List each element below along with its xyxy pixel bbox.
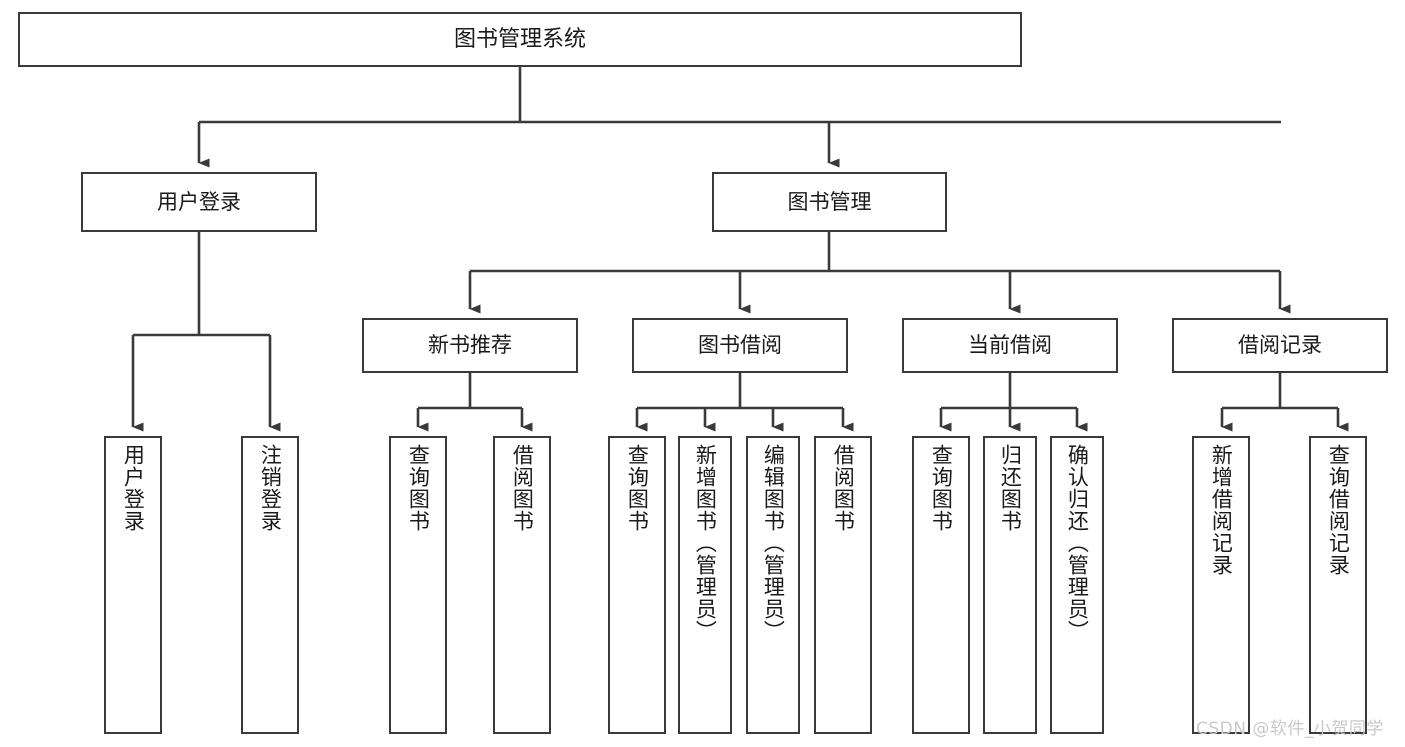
- node-label: 图书管理: [787, 189, 872, 214]
- node-label: 确认归还（管理员）: [1065, 444, 1090, 642]
- edges-borrowrecord-to-leaves: [1220, 373, 1349, 432]
- node-label: 图书借阅: [698, 333, 782, 358]
- edges-bookmgmt-to-level3: [468, 232, 1291, 314]
- edges-newbook-to-leaves: [416, 373, 533, 432]
- node-new-book-recommend[interactable]: 新书推荐: [362, 318, 578, 373]
- node-leaf-borrow-book-recommend[interactable]: 借阅图书: [493, 436, 551, 734]
- edges-userlogin-to-leaves: [131, 232, 281, 432]
- node-label: 编辑图书（管理员）: [761, 444, 786, 642]
- node-leaf-edit-book[interactable]: 编辑图书（管理员）: [746, 436, 800, 734]
- edges-bookborrow-to-leaves: [635, 373, 854, 432]
- node-book-management[interactable]: 图书管理: [712, 172, 947, 232]
- node-leaf-return-book[interactable]: 归还图书: [983, 436, 1037, 734]
- node-label: 新增图书（管理员）: [693, 444, 718, 642]
- node-leaf-user-login[interactable]: 用户登录: [104, 436, 162, 734]
- edges-currentborrow-to-leaves: [939, 373, 1088, 432]
- edges-root-to-level2: [197, 67, 1281, 168]
- node-label: 用户登录: [121, 444, 146, 532]
- node-label: 用户登录: [157, 189, 241, 214]
- node-label: 借阅图书: [831, 444, 856, 532]
- node-leaf-query-book-recommend[interactable]: 查询图书: [389, 436, 447, 734]
- node-leaf-borrow-book-borrow[interactable]: 借阅图书: [814, 436, 872, 734]
- node-current-borrow[interactable]: 当前借阅: [902, 318, 1118, 373]
- node-label: 查询借阅记录: [1326, 444, 1351, 576]
- node-label: 查询图书: [929, 444, 954, 532]
- node-label: 新书推荐: [428, 333, 512, 358]
- node-label: 借阅图书: [510, 444, 535, 532]
- node-label: 图书管理系统: [453, 26, 586, 52]
- node-label: 归还图书: [998, 444, 1023, 532]
- node-label: 借阅记录: [1238, 333, 1322, 358]
- node-leaf-query-book-borrow[interactable]: 查询图书: [608, 436, 666, 734]
- node-label: 新增借阅记录: [1209, 444, 1234, 576]
- node-label: 查询图书: [406, 444, 431, 532]
- node-label: 注销登录: [258, 444, 283, 532]
- node-leaf-query-borrow-record[interactable]: 查询借阅记录: [1309, 436, 1367, 734]
- node-leaf-add-book[interactable]: 新增图书（管理员）: [678, 436, 732, 734]
- node-user-login[interactable]: 用户登录: [81, 172, 317, 232]
- node-label: 当前借阅: [968, 333, 1052, 358]
- node-leaf-confirm-return[interactable]: 确认归还（管理员）: [1050, 436, 1104, 734]
- node-book-borrow[interactable]: 图书借阅: [632, 318, 848, 373]
- node-leaf-logout-login[interactable]: 注销登录: [241, 436, 299, 734]
- node-borrow-record[interactable]: 借阅记录: [1172, 318, 1388, 373]
- node-leaf-query-book-current[interactable]: 查询图书: [912, 436, 970, 734]
- node-label: 查询图书: [625, 444, 650, 532]
- node-root-book-management-system[interactable]: 图书管理系统: [18, 12, 1022, 67]
- node-leaf-add-borrow-record[interactable]: 新增借阅记录: [1192, 436, 1250, 734]
